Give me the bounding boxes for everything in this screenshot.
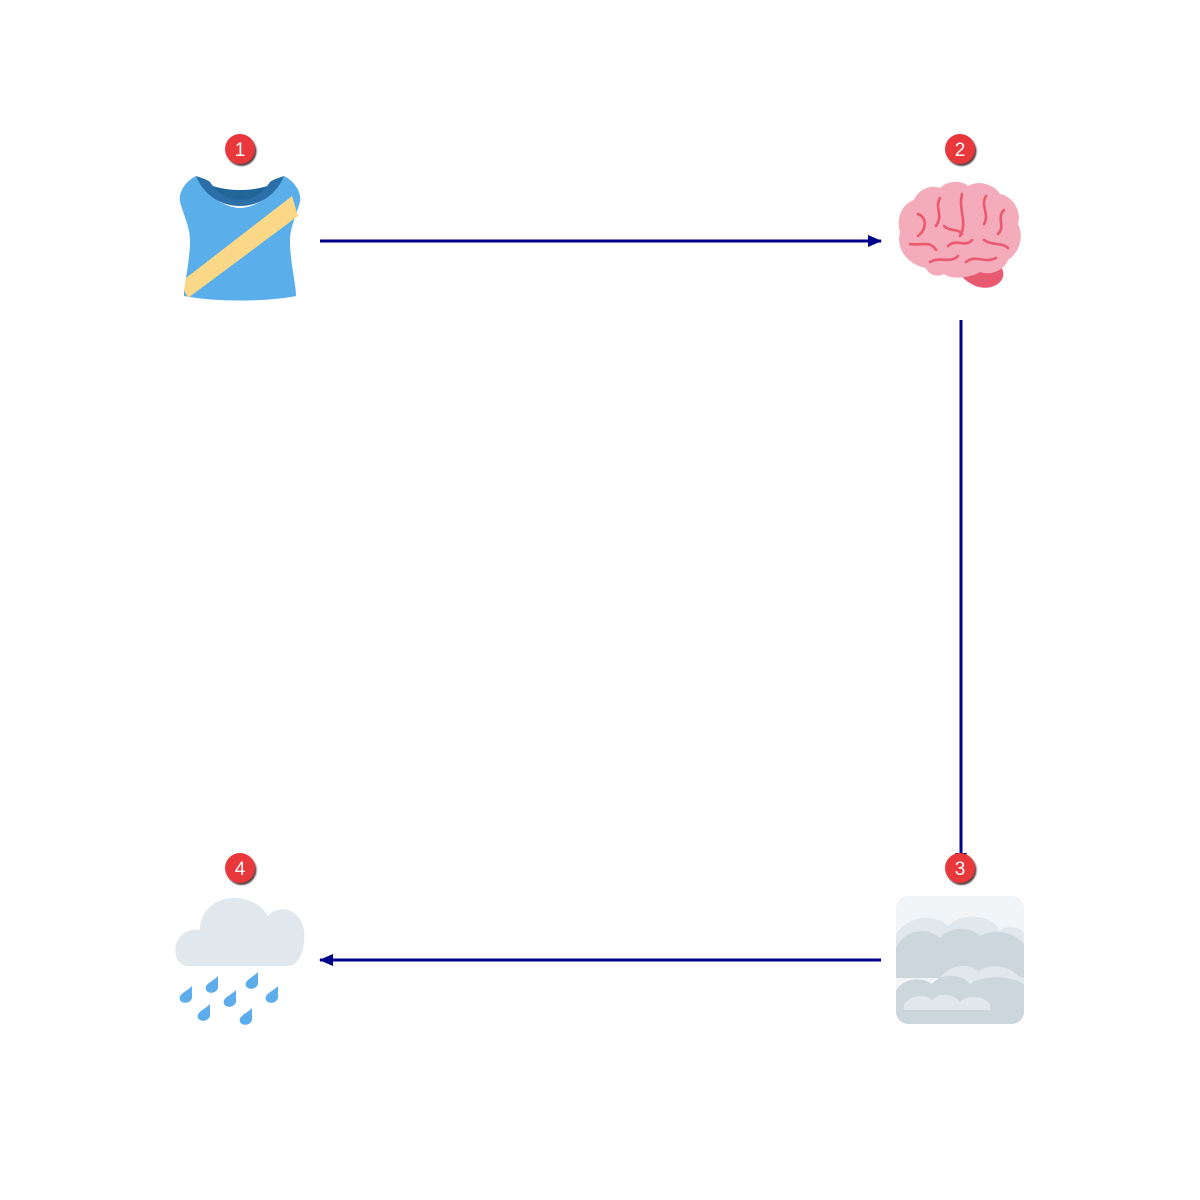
node-3: 3 xyxy=(896,853,1024,1024)
edges xyxy=(319,235,967,966)
rain-cloud-icon xyxy=(175,898,305,1025)
node-4-number: 4 xyxy=(235,859,246,880)
node-4: 4 xyxy=(175,853,305,1025)
node-2: 2 xyxy=(898,134,1021,288)
node-4-badge: 4 xyxy=(225,853,255,883)
fog-icon xyxy=(896,896,1024,1024)
node-1: 1 xyxy=(179,134,301,301)
running-shirt-icon xyxy=(179,176,301,301)
node-3-number: 3 xyxy=(955,859,966,880)
node-2-badge: 2 xyxy=(945,134,975,164)
node-3-badge: 3 xyxy=(945,853,975,883)
node-1-number: 1 xyxy=(235,140,246,161)
node-1-badge: 1 xyxy=(225,134,255,164)
node-2-number: 2 xyxy=(955,140,966,161)
brain-icon xyxy=(898,181,1021,288)
raindrops xyxy=(179,972,278,1025)
